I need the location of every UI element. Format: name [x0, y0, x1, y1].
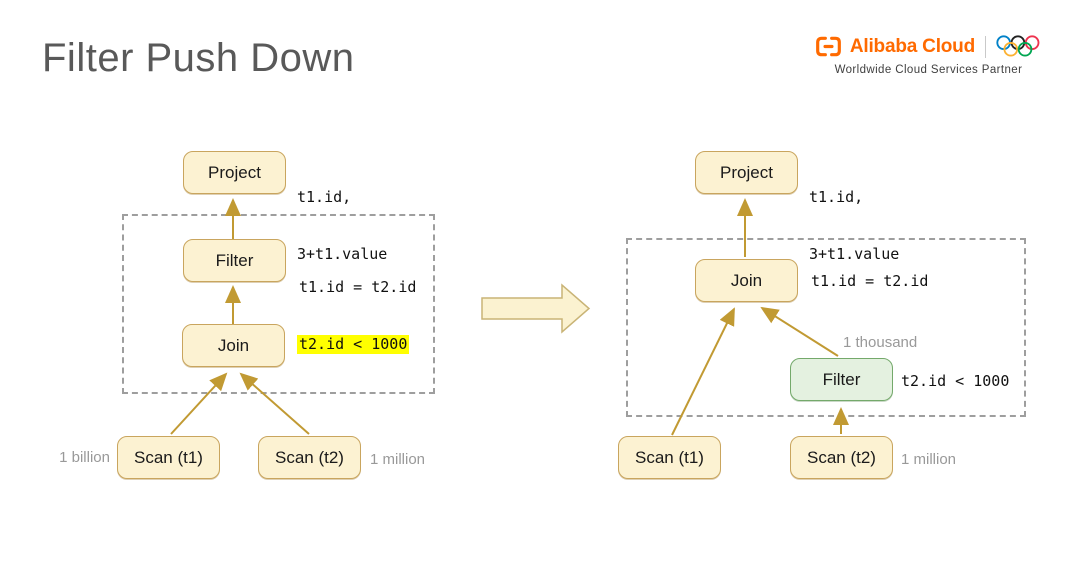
node-label: Filter — [822, 369, 861, 389]
node-label: Scan (t2) — [807, 447, 876, 467]
node-label: Scan (t1) — [134, 447, 203, 467]
right-filter-node: Filter — [790, 358, 893, 401]
left-scan-t2-cardinality: 1 million — [370, 451, 426, 468]
left-project-annotation: t1.id, 3+t1.value — [297, 188, 388, 263]
right-filter-cardinality: 1 thousand — [843, 334, 918, 351]
right-join-node: Join — [695, 259, 798, 302]
olympic-rings-icon — [996, 34, 1042, 59]
right-join-annotation: t1.id = t2.id — [811, 272, 929, 290]
left-scan-t2-node: Scan (t2) — [258, 436, 361, 479]
right-filter-annotation: t2.id < 1000 — [901, 372, 1010, 390]
alibaba-cloud-icon — [815, 36, 842, 57]
left-scan-t1-node: Scan (t1) — [117, 436, 220, 479]
right-dashed-scope — [626, 238, 1026, 417]
left-filter-node: Filter — [183, 239, 286, 282]
right-project-node: Project — [695, 151, 798, 194]
right-scan-t2-node: Scan (t2) — [790, 436, 893, 479]
page-title: Filter Push Down — [42, 36, 355, 80]
node-label: Project — [208, 162, 261, 182]
right-scan-t2-cardinality: 1 million — [901, 451, 957, 468]
brand-tagline: Worldwide Cloud Services Partner — [834, 64, 1023, 76]
node-label: Join — [217, 335, 250, 355]
highlighted-predicate: t2.id < 1000 — [297, 335, 410, 354]
brand-name: Alibaba Cloud — [849, 35, 975, 57]
left-join-node: Join — [182, 324, 285, 367]
node-label: Filter — [215, 250, 254, 270]
left-filter-annotation: t1.id = t2.id t2.id < 1000 — [297, 278, 417, 354]
right-scan-t1-node: Scan (t1) — [618, 436, 721, 479]
node-label: Join — [730, 270, 763, 290]
node-label: Scan (t1) — [635, 447, 704, 467]
brand-divider — [985, 35, 986, 58]
transform-arrow — [481, 283, 591, 334]
node-label: Project — [720, 162, 773, 182]
node-label: Scan (t2) — [275, 447, 344, 467]
left-project-node: Project — [183, 151, 286, 194]
left-scan-t1-cardinality: 1 billion — [59, 449, 110, 466]
right-project-annotation: t1.id, 3+t1.value — [809, 188, 900, 263]
brand-logo: Alibaba Cloud Worldwide Cloud Services P… — [815, 34, 1042, 76]
